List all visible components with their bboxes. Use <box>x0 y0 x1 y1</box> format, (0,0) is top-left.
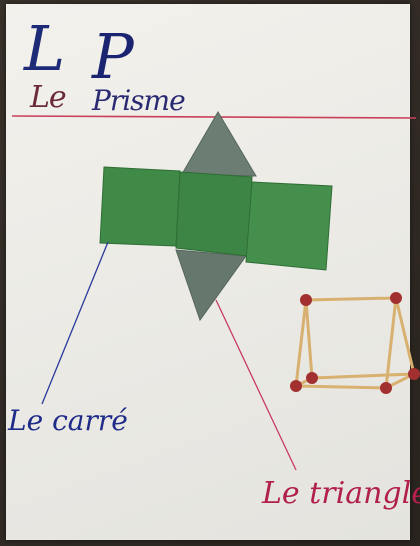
triangle-bottom <box>175 249 247 322</box>
title-initial-l: L <box>24 12 66 85</box>
square-right <box>245 181 333 271</box>
square-middle <box>175 171 253 257</box>
square-pointer-line <box>41 241 109 405</box>
title-initial-p: P <box>92 20 134 93</box>
label-triangle: Le triangle <box>262 476 420 511</box>
square-left <box>99 166 181 247</box>
title-le: Le <box>30 80 67 115</box>
title-prisme: Prisme <box>92 84 186 117</box>
title-underline <box>11 115 417 119</box>
triangle-top <box>181 111 257 177</box>
label-square: Le carré <box>8 404 128 437</box>
clay-balls <box>290 292 420 394</box>
triangle-pointer-line <box>215 299 297 471</box>
